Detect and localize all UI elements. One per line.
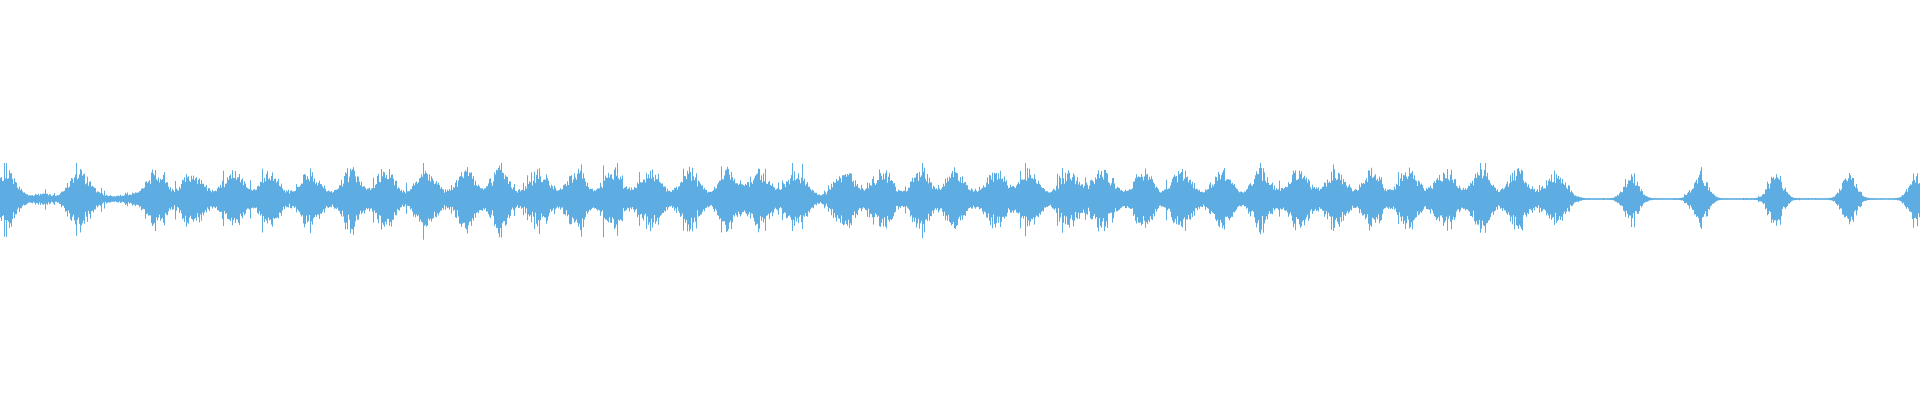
waveform-peaks <box>0 163 1920 240</box>
